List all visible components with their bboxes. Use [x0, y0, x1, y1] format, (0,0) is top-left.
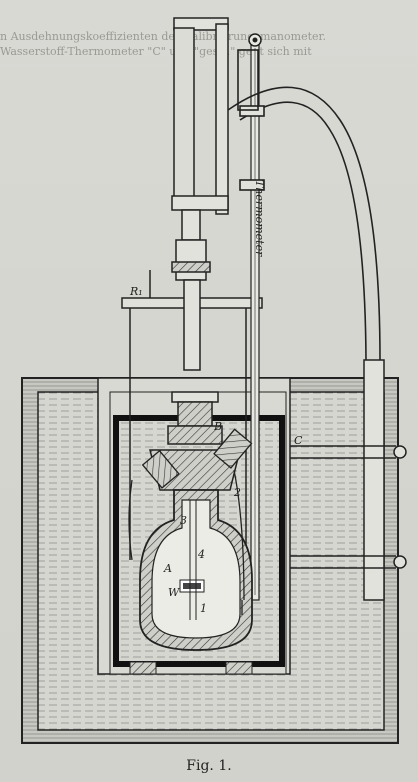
header-text-line-2: Wasserstoff-Thermometer "C" und "gestr."… [0, 45, 312, 58]
support-rods [129, 270, 247, 560]
side-clamps [290, 359, 407, 601]
label-3: 3 [180, 514, 187, 527]
label-2: 2 [234, 486, 241, 499]
pressure-vessel [139, 489, 253, 651]
thermometer-label: Thermometer [253, 180, 266, 257]
label-1: 1 [200, 602, 207, 615]
thermometer [248, 33, 262, 601]
valves [141, 428, 253, 489]
curved-arm [227, 49, 381, 361]
label-b: B [214, 420, 223, 433]
label-a: A [164, 562, 172, 575]
vessel-head [149, 391, 241, 491]
apparatus-diagram [21, 17, 407, 744]
header-text-line-1: n Ausdehnungskoeffizienten der Kalibrier… [0, 30, 327, 43]
label-r1: R₁ [130, 285, 143, 298]
label-w: W [168, 586, 180, 599]
side-tubes [128, 469, 245, 615]
figure-caption: Fig. 1. [186, 758, 232, 774]
press-column [171, 17, 229, 371]
label-4: 4 [198, 548, 205, 561]
label-c: C [294, 434, 303, 447]
